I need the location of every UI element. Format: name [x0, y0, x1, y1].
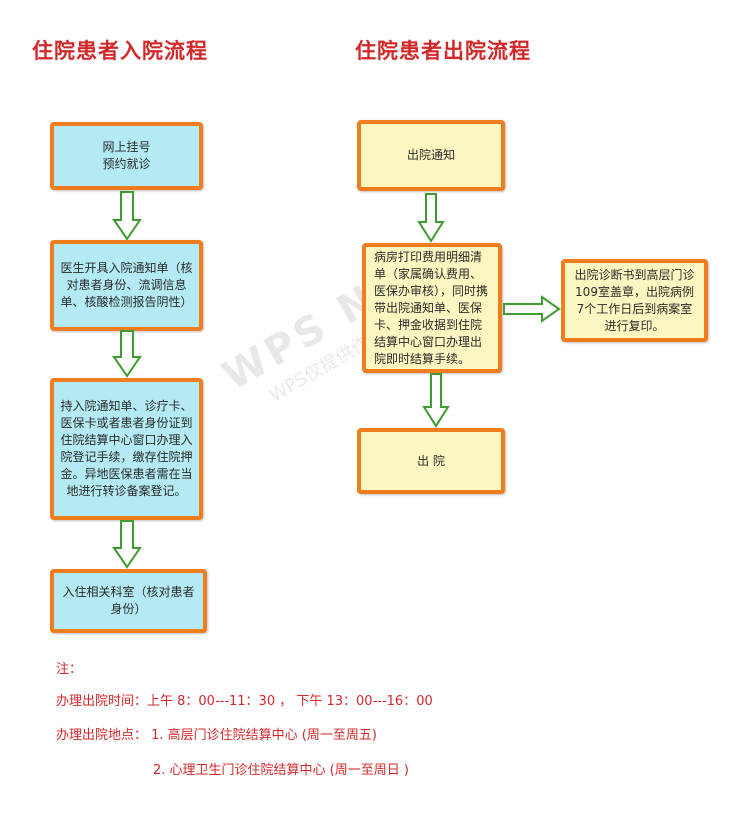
arrow-right-icon [503, 295, 561, 323]
discharge-step-2-text: 病房打印费用明细清单（家属确认费用、医保办审核），同时携带出院通知单、医保卡、押… [374, 249, 489, 366]
admission-title: 住院患者入院流程 [32, 39, 208, 63]
admission-step-3-text: 持入院通知单、诊疗卡、医保卡或者患者身份证到住院结算中心窗口办理入院登记手续，缴… [60, 399, 193, 498]
arrow-down-icon [417, 193, 445, 243]
discharge-step-leave: 出 院 [357, 428, 505, 494]
arrow-down-icon [112, 520, 142, 569]
notes-discharge-time: 办理出院时间：上午 8：00---11：30 ， 下午 13：00---16：0… [56, 694, 433, 709]
notes-discharge-place-1: 办理出院地点： 1. 高层门诊住院结算中心 (周一至周五) [56, 728, 377, 743]
discharge-step-notice: 出院通知 [357, 120, 505, 191]
discharge-title: 住院患者出院流程 [355, 39, 531, 63]
admission-step-4-text: 入住相关科室（核对患者身份） [62, 585, 195, 616]
notes-discharge-place-2: 2. 心理卫生门诊住院结算中心 (周一至周日 ) [153, 763, 409, 778]
admission-step-1-line1: 网上挂号 [102, 140, 151, 154]
admission-step-1-line2: 预约就诊 [102, 157, 151, 171]
arrow-down-icon [112, 191, 142, 241]
discharge-step-settlement: 病房打印费用明细清单（家属确认费用、医保办审核），同时携带出院通知单、医保卡、押… [362, 243, 502, 373]
discharge-step-1-text: 出院通知 [406, 148, 455, 162]
admission-step-doctor-notice: 医生开具入院通知单（核对患者身份、流调信息单、核酸检测报告阴性） [50, 240, 203, 331]
admission-step-2-text: 医生开具入院通知单（核对患者身份、流调信息单、核酸检测报告阴性） [60, 261, 193, 309]
discharge-side-note: 出院诊断书到高层门诊109室盖章，出院病例7个工作日后到病案室进行复印。 [561, 259, 708, 342]
admission-step-ward: 入住相关科室（核对患者身份） [50, 569, 207, 633]
arrow-down-icon [422, 373, 450, 428]
discharge-side-note-text: 出院诊断书到高层门诊109室盖章，出院病例7个工作日后到病案室进行复印。 [574, 267, 695, 333]
admission-step-online-registration: 网上挂号 预约就诊 [50, 122, 203, 190]
notes-label: 注： [56, 662, 83, 677]
arrow-down-icon [112, 330, 142, 378]
admission-step-registration: 持入院通知单、诊疗卡、医保卡或者患者身份证到住院结算中心窗口办理入院登记手续，缴… [50, 378, 203, 520]
discharge-step-3-text: 出 院 [417, 453, 445, 468]
